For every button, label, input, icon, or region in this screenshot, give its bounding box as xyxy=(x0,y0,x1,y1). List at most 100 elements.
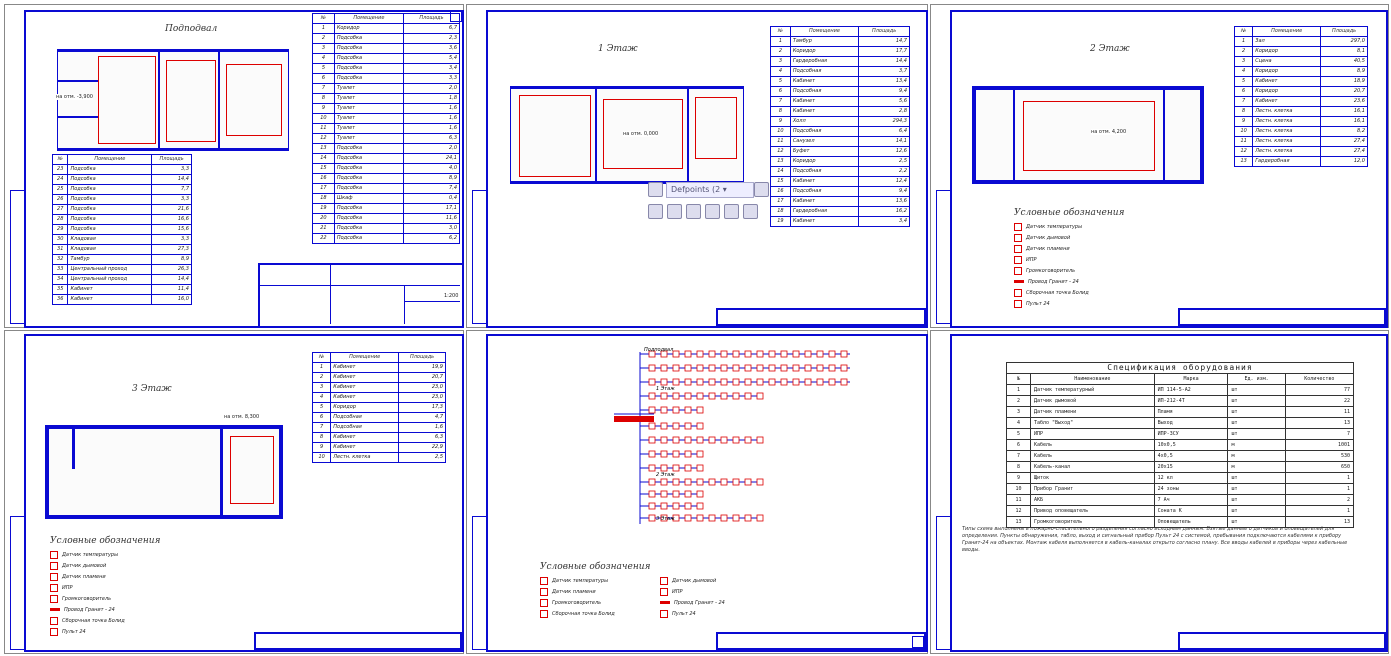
legend-item-label: Датчик дымовой xyxy=(62,562,107,569)
table-cell: Кабель xyxy=(1029,450,1155,462)
table-cell: ИП 114-5-А2 xyxy=(1153,384,1229,396)
table-cell: 8,2 xyxy=(1320,126,1368,137)
sensor-icon xyxy=(768,350,776,358)
table-cell: шт xyxy=(1227,494,1286,506)
save-icon[interactable] xyxy=(754,182,769,197)
sensor-icon xyxy=(684,464,692,472)
cable-icon xyxy=(50,608,60,611)
table-cell: 13 xyxy=(1006,516,1031,528)
sensor-icon xyxy=(744,478,752,486)
sensor-icon xyxy=(816,364,824,372)
table-cell: шт xyxy=(1227,428,1286,440)
layer-dropdown[interactable]: Defpoints (2 ▾ xyxy=(666,182,754,198)
table-cell: 14 xyxy=(312,153,335,164)
table-cell: Подсобка xyxy=(333,63,404,74)
layer-icon[interactable] xyxy=(648,182,663,197)
sensor-icon xyxy=(50,627,58,636)
table-cell: Подсобка xyxy=(67,174,153,185)
table-cell: 7 xyxy=(311,422,332,433)
legend-item-label: Пульт 24 xyxy=(672,610,696,617)
sensor-icon xyxy=(648,392,656,400)
table-cell: Подсобка xyxy=(333,223,404,234)
sensor-icon xyxy=(840,378,848,386)
stamp-specification xyxy=(1178,632,1386,650)
table-cell: 1,6 xyxy=(398,422,446,433)
table-cell: 3 xyxy=(770,56,791,67)
sensor-icon xyxy=(50,572,58,581)
table-cell: Подсобная xyxy=(789,186,860,197)
table-cell: 2,0 xyxy=(402,83,461,94)
sensor-icon xyxy=(696,502,704,510)
table-cell: 9 xyxy=(770,116,791,127)
zoom-previous-icon[interactable] xyxy=(686,204,701,219)
sensor-icon xyxy=(672,450,680,458)
sensor-icon xyxy=(648,478,656,486)
table-cell: Подсобка xyxy=(67,224,153,235)
table-cell: 10 xyxy=(1233,126,1254,137)
zoom-window-icon[interactable] xyxy=(648,204,663,219)
legend-item-label: Громкоговоритель xyxy=(1026,267,1076,274)
table-cell: 10 xyxy=(312,113,335,124)
table-cell: 8 xyxy=(311,432,332,443)
frame-floor1 xyxy=(486,10,928,328)
sensor-icon xyxy=(732,514,740,522)
table-cell: шт xyxy=(1227,505,1286,517)
regen-icon[interactable] xyxy=(724,204,739,219)
table-cell: 7 xyxy=(1233,96,1254,107)
title-floor2: 2 Этаж xyxy=(1090,44,1130,54)
table-cell: Подсобка xyxy=(67,194,153,205)
sensor-icon xyxy=(648,502,656,510)
table-cell: Кабинет xyxy=(330,442,400,453)
table-cell: Лестн. клетка xyxy=(330,452,400,463)
table-cell: 13 xyxy=(1284,417,1355,429)
table-cell: 7,4 xyxy=(402,183,461,194)
sensor-icon xyxy=(732,364,740,372)
sensor-icon xyxy=(768,378,776,386)
sensor-icon xyxy=(780,378,788,386)
table-cell: 27,4 xyxy=(1320,146,1368,157)
table-cell: Тамбур xyxy=(67,254,153,265)
table-cell: Кабинет xyxy=(789,196,860,207)
table-cell: 77 xyxy=(1284,384,1355,396)
sensor-icon xyxy=(672,350,680,358)
table-cell: 1,6 xyxy=(402,123,461,134)
legend-item: Датчик температуры xyxy=(50,549,161,560)
table-cell: 12 кл xyxy=(1153,472,1229,484)
table-cell: 12 xyxy=(1233,146,1254,157)
sensor-icon xyxy=(672,490,680,498)
table-cell: Подсобка xyxy=(333,73,404,84)
table-cell: 2,3 xyxy=(402,33,461,44)
legend-item-label: Провод Гранит - 24 xyxy=(674,599,725,606)
table-cell: 28 xyxy=(51,214,69,225)
sensor-icon xyxy=(696,436,704,444)
sensor-icon xyxy=(744,364,752,372)
legend-item-label: ИПР xyxy=(62,584,73,591)
table-cell: 8,9 xyxy=(151,254,192,265)
pan-icon[interactable] xyxy=(705,204,720,219)
plan-label-floor3: на отм. 8,300 xyxy=(224,414,260,420)
zoom-extents-icon[interactable] xyxy=(667,204,682,219)
properties-icon[interactable] xyxy=(743,204,758,219)
sensor-icon xyxy=(708,478,716,486)
sensor-icon xyxy=(732,350,740,358)
sensor-icon xyxy=(648,406,656,414)
sensor-icon xyxy=(696,406,704,414)
table-cell: Подсобка xyxy=(333,203,404,214)
table-cell: 9,4 xyxy=(858,86,910,97)
table-cell: шт xyxy=(1227,483,1286,495)
table-cell: 1 xyxy=(1284,472,1355,484)
sensor-icon xyxy=(540,609,548,618)
